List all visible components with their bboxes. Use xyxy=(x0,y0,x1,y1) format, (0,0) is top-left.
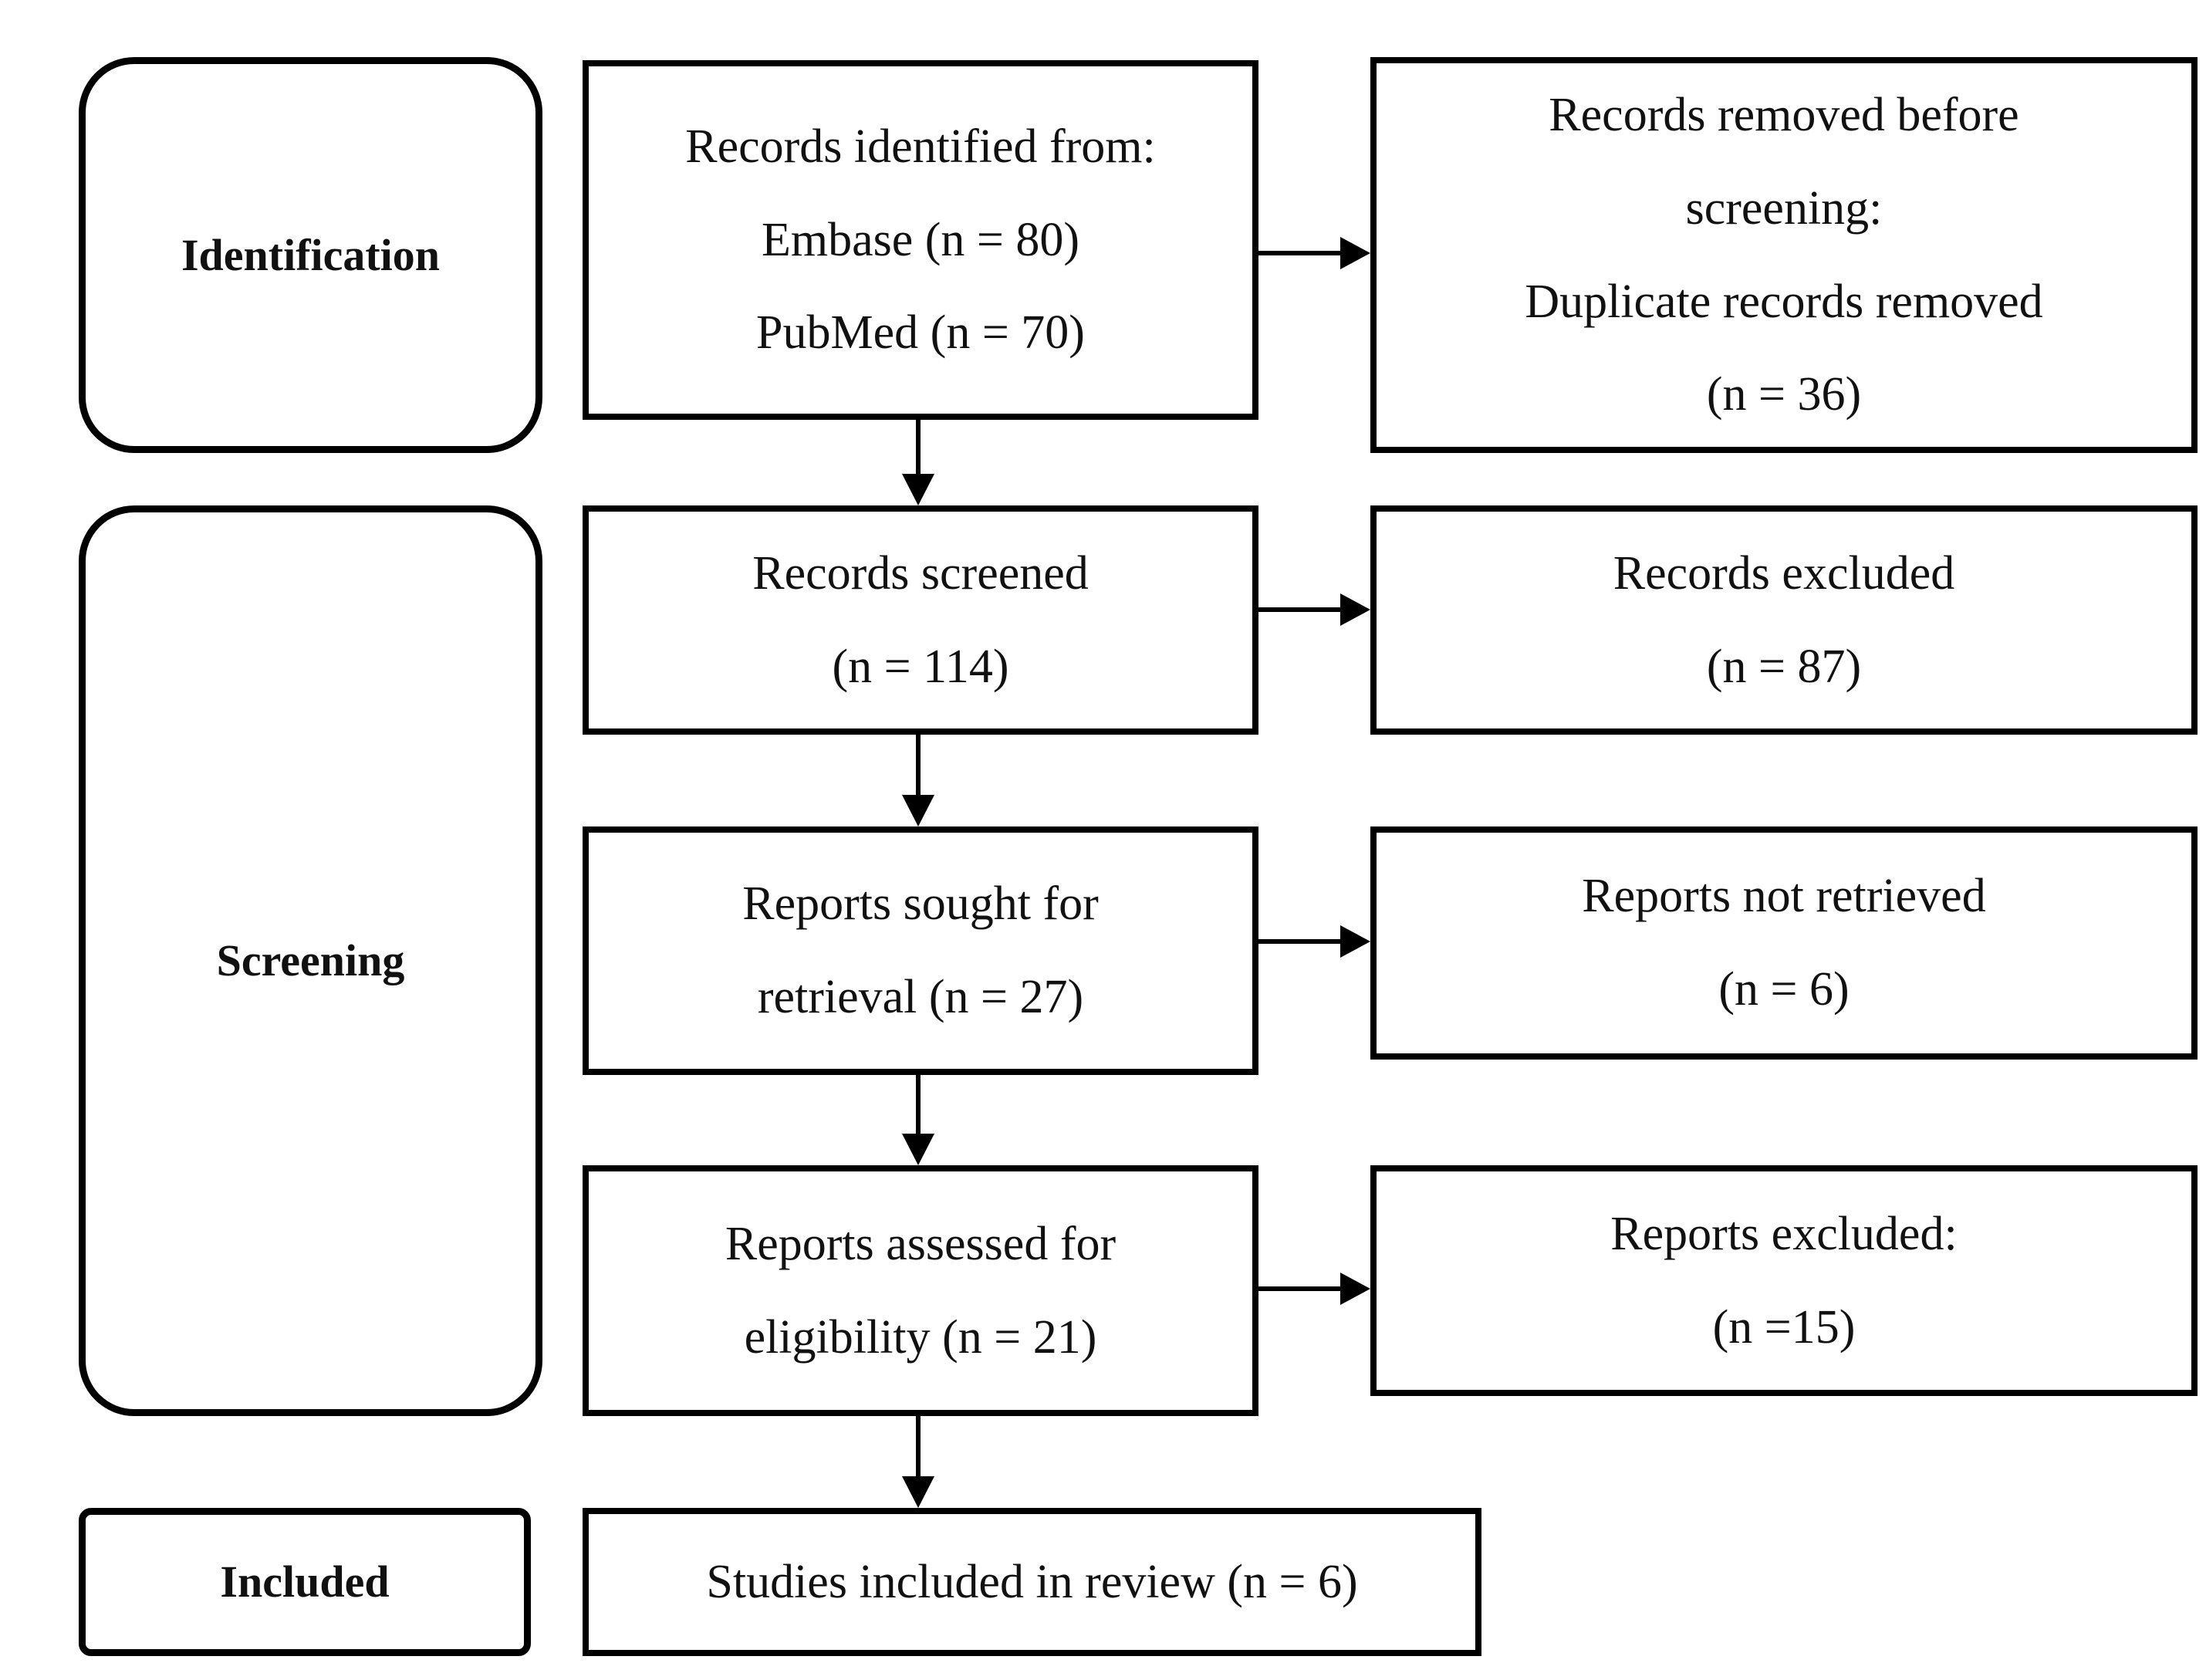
stage-screening-label: Screening xyxy=(216,935,405,986)
box-line: (n =15) xyxy=(1712,1300,1856,1354)
box-line: Embase (n = 80) xyxy=(761,213,1080,266)
arrow-right-icon xyxy=(1340,925,1370,958)
box-line: PubMed (n = 70) xyxy=(756,306,1085,360)
stage-included-label: Included xyxy=(220,1557,390,1607)
arrow-right-icon xyxy=(1340,593,1370,626)
connector-down-4 xyxy=(916,1416,921,1479)
connector-right-4 xyxy=(1258,1286,1342,1291)
stage-included-box: Included xyxy=(79,1508,531,1656)
stage-identification-box: Identification xyxy=(79,57,542,453)
connector-down-3 xyxy=(916,1075,921,1137)
arrow-right-icon xyxy=(1340,1273,1370,1305)
box-line: (n = 36) xyxy=(1706,368,1862,421)
box-line: Duplicate records removed xyxy=(1525,275,2043,328)
records-excluded-box: Records excluded (n = 87) xyxy=(1370,505,2198,735)
connector-right-1 xyxy=(1258,251,1342,255)
arrow-down-icon xyxy=(902,474,934,505)
box-line: Reports sought for xyxy=(742,877,1099,931)
box-line: eligibility (n = 21) xyxy=(744,1310,1097,1364)
records-screened-box: Records screened (n = 114) xyxy=(583,505,1258,735)
stage-identification-label: Identification xyxy=(181,229,441,280)
box-line: (n = 114) xyxy=(832,640,1009,693)
reports-assessed-box: Reports assessed for eligibility (n = 21… xyxy=(583,1165,1258,1416)
reports-excluded-box: Reports excluded: (n =15) xyxy=(1370,1165,2198,1396)
box-line: screening: xyxy=(1685,181,1883,235)
box-line: Records excluded xyxy=(1613,546,1955,600)
arrow-down-icon xyxy=(902,1476,934,1508)
records-identified-box: Records identified from: Embase (n = 80)… xyxy=(583,60,1258,420)
connector-down-1 xyxy=(916,420,921,477)
box-line: retrieval (n = 27) xyxy=(757,971,1084,1023)
box-line: Studies included in review (n = 6) xyxy=(706,1555,1358,1608)
connector-down-2 xyxy=(916,735,921,798)
arrow-down-icon xyxy=(902,795,934,826)
box-line: Records screened xyxy=(752,546,1089,600)
arrow-down-icon xyxy=(902,1134,934,1165)
box-line: (n = 6) xyxy=(1718,963,1850,1016)
connector-right-3 xyxy=(1258,939,1342,944)
box-line: Reports assessed for xyxy=(725,1217,1117,1270)
box-line: Records removed before xyxy=(1549,88,2019,141)
box-line: Reports not retrieved xyxy=(1582,870,1986,923)
stage-screening-box: Screening xyxy=(79,505,542,1416)
arrow-right-icon xyxy=(1340,237,1370,269)
box-line: Records identified from: xyxy=(685,120,1156,173)
reports-not-retrieved-box: Reports not retrieved (n = 6) xyxy=(1370,826,2198,1060)
box-line: (n = 87) xyxy=(1706,640,1862,693)
reports-sought-box: Reports sought for retrieval (n = 27) xyxy=(583,826,1258,1075)
box-line: Reports excluded: xyxy=(1610,1207,1958,1260)
connector-right-2 xyxy=(1258,607,1342,612)
records-removed-box: Records removed before screening: Duplic… xyxy=(1370,57,2198,453)
studies-included-box: Studies included in review (n = 6) xyxy=(583,1508,1481,1656)
